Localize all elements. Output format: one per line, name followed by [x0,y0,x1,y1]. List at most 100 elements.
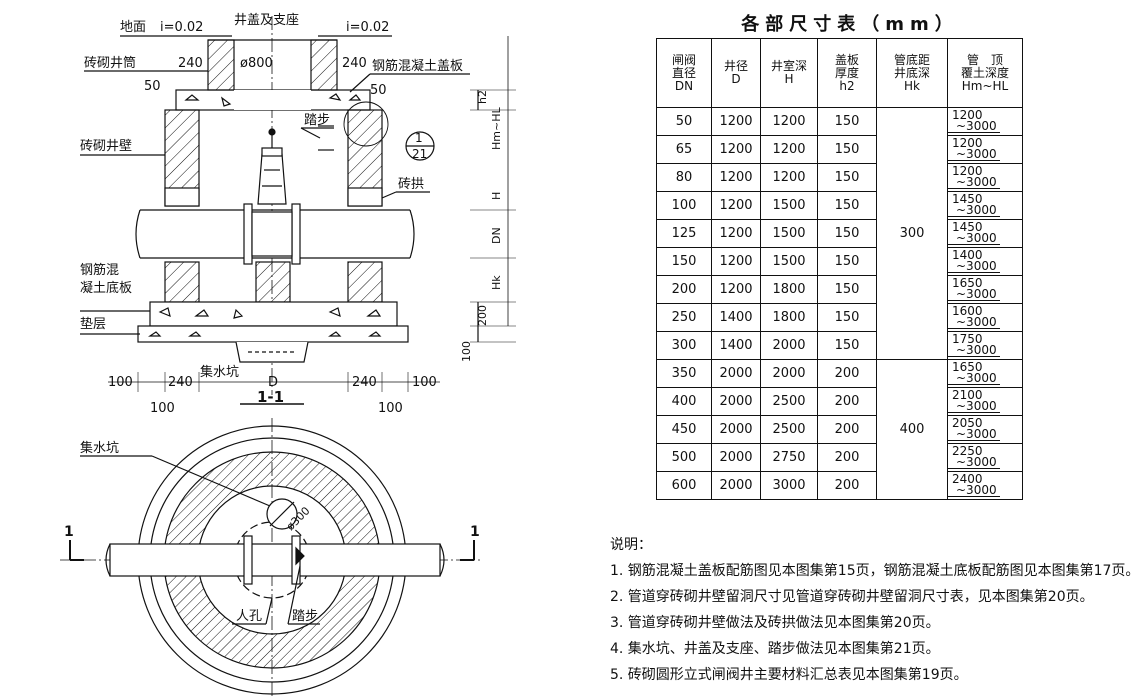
cell-dn: 300 [656,331,712,360]
hm-value: 1200 [952,108,983,122]
cushion-label: 垫层 [80,316,106,332]
dim-h2: h2 [476,90,489,104]
cell-h2: 150 [817,303,877,332]
cell-h2: 150 [817,107,877,136]
manhole-label: 人孔 [236,609,262,624]
cell-dn: 250 [656,303,712,332]
cell-h: 2500 [760,415,818,444]
cell-h2: 150 [817,191,877,220]
cell-h2: 150 [817,163,877,192]
dim-100-a: 100 [108,375,133,390]
cell-hm-hl: 1200~3000 [947,163,1023,192]
cell-h2: 200 [817,415,877,444]
cell-hm-hl: 1650~3000 [947,275,1023,304]
cell-hm-hl: 2250~3000 [947,443,1023,472]
hm-value: 2400 [952,472,983,486]
cell-h: 1200 [760,107,818,136]
dim-hm-hl: Hm~HL [490,107,503,150]
hl-value: ~3000 [948,287,1000,301]
cell-hk: 300 [876,107,948,360]
cell-h: 1500 [760,247,818,276]
cell-d: 1200 [711,163,761,192]
cover-support-label: 井盖及支座 [234,13,299,28]
cell-dn: 100 [656,191,712,220]
cell-hm-hl: 1200~3000 [947,107,1023,136]
hl-value: ~3000 [948,259,1000,273]
cell-d: 2000 [711,471,761,500]
hl-value: ~3000 [948,231,1000,245]
cell-hm-hl: 1600~3000 [947,303,1023,332]
cell-d: 1200 [711,107,761,136]
cell-dn: 80 [656,163,712,192]
cell-d: 2000 [711,415,761,444]
slope-left: i=0.02 [160,20,203,35]
cell-hm-hl: 1750~3000 [947,331,1023,360]
dim-240-left: 240 [178,56,203,71]
dim-D: D [268,375,278,390]
hl-value: ~3000 [948,427,1000,441]
hl-value: ~3000 [948,147,1000,161]
hm-value: 1650 [952,276,983,290]
dim-100-d: 100 [378,401,403,416]
cell-h: 1200 [760,163,818,192]
header-line: 管 顶 [966,52,1003,67]
hl-value: ~3000 [948,399,1000,413]
section-labels: 地面 i=0.02 井盖及支座 i=0.02 砖砌井筒 240 ø800 240… [80,13,503,416]
hm-value: 1450 [952,220,983,234]
shaft-label: 砖砌井筒 [84,55,136,71]
cell-h: 2750 [760,443,818,472]
hl-value: ~3000 [948,483,1000,497]
notes-list: 1. 钢筋混凝土盖板配筋图见本图集第15页，钢筋混凝土底板配筋图见本图集第17页… [610,558,1139,688]
notes: 说明： 1. 钢筋混凝土盖板配筋图见本图集第15页，钢筋混凝土底板配筋图见本图集… [610,532,1139,688]
header-line: 闸阀 [671,52,696,67]
cell-h2: 150 [817,275,877,304]
arch-label: 砖拱 [398,177,424,192]
cell-dn: 450 [656,415,712,444]
dim-240-c: 240 [352,375,377,390]
header-line: 覆土深度 [960,65,1009,80]
header-line: 厚度 [834,65,859,80]
cell-d: 1200 [711,135,761,164]
dim-100-right: 100 [460,341,473,362]
header-line: 井径 [723,59,748,73]
cell-dn: 200 [656,275,712,304]
cell-h2: 200 [817,359,877,388]
hl-value: ~3000 [948,455,1000,469]
plan-step-label: 踏步 [292,609,318,624]
dim-200: 200 [476,305,489,326]
detail-number: 1 [415,131,423,145]
cell-d: 2000 [711,359,761,388]
cell-hm-hl: 1200~3000 [947,135,1023,164]
cell-d: 2000 [711,443,761,472]
cell-h: 2000 [760,359,818,388]
cell-h2: 150 [817,331,877,360]
section-id: 1-1 [257,388,284,406]
header-line: D [731,72,741,86]
note-item: 4. 集水坑、井盖及支座、踏步做法见本图集第21页。 [610,641,940,657]
hl-value: ~3000 [948,371,1000,385]
header-line: Hm~HL [961,78,1009,93]
dim-50-left: 50 [144,79,161,94]
dim-Hk: Hk [490,275,503,290]
table-title: 各部尺寸表（mm） [741,14,959,35]
cell-d: 1200 [711,247,761,276]
section-view [80,16,516,405]
header-line: 直径 [671,65,696,80]
hm-value: 2250 [952,444,983,458]
hl-value: ~3000 [948,175,1000,189]
cell-dn: 500 [656,443,712,472]
base-slab-label-1: 钢筋混 [80,262,119,278]
hm-value: 2100 [952,388,983,402]
header-line: 盖板 [834,52,859,67]
cell-dn: 350 [656,359,712,388]
cell-h: 1200 [760,135,818,164]
